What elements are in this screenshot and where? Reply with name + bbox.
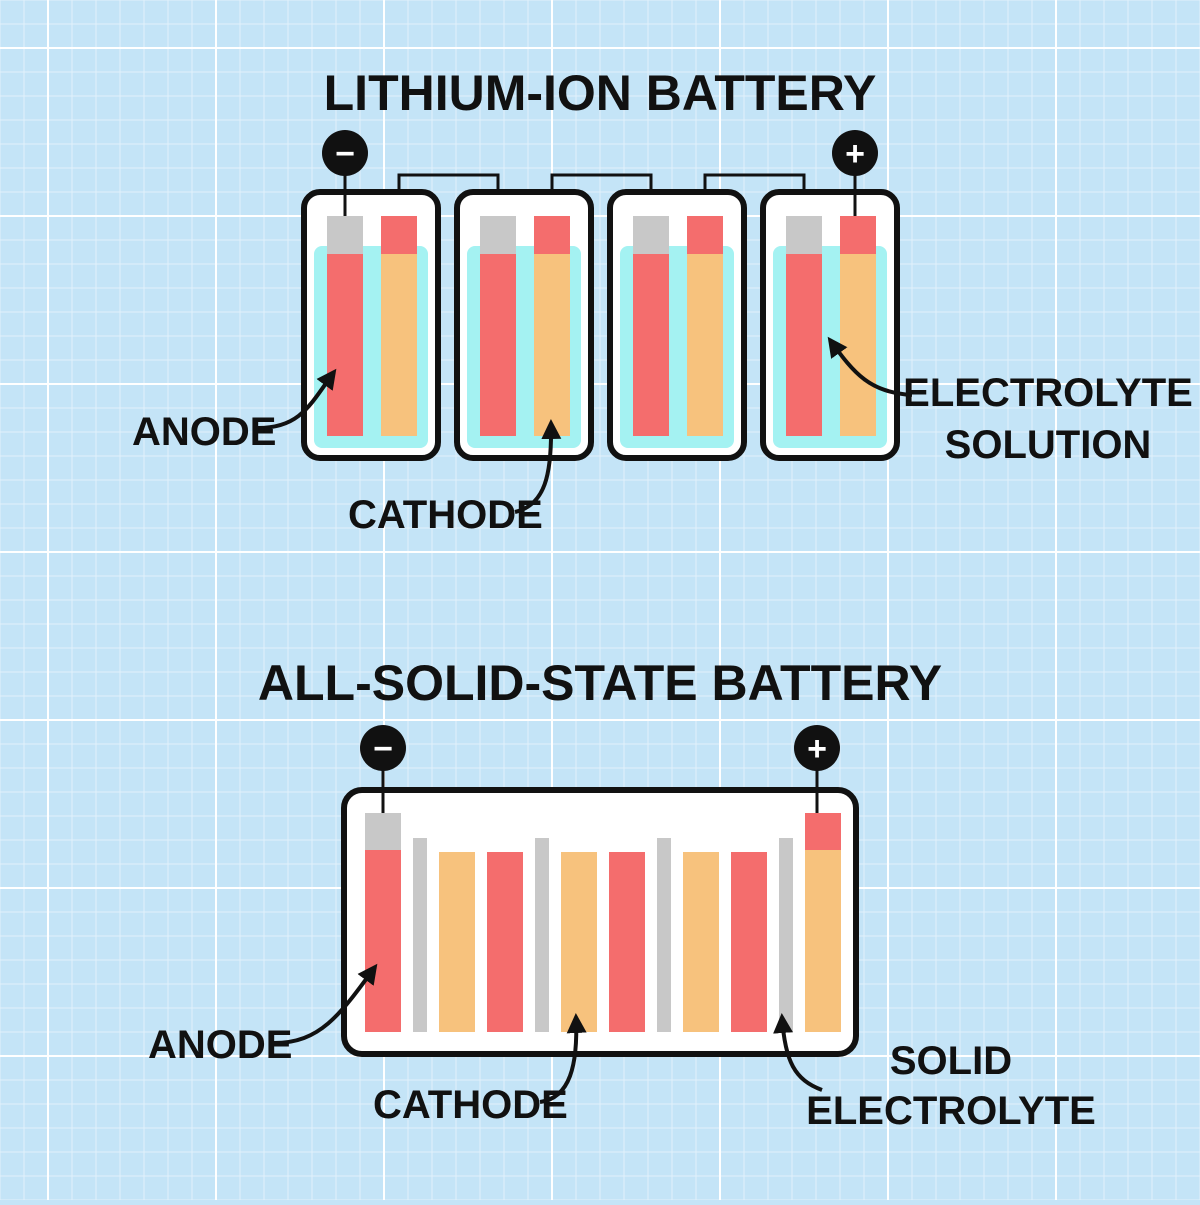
anode-terminal [633,216,669,254]
anode-layer [731,852,767,1032]
solid-state-annotations: ANODE CATHODE SOLID ELECTROLYTE [148,963,1096,1133]
electrolyte-label-line2: SOLUTION [945,423,1152,467]
cathode-label: CATHODE [348,493,543,537]
lithium-ion-annotations: ANODE CATHODE ELECTROLYTE SOLUTION [132,336,1193,537]
cathode-terminal [840,216,876,254]
cathode-arrow-icon [514,419,562,514]
cathode-layer [439,852,475,1032]
solid-state-positive-terminal: + [794,725,840,813]
lithium-ion-section: LITHIUM-ION BATTERY − + ANODE CATHODE EL… [132,65,1193,537]
cathode-electrode [840,254,876,436]
anode-arrow-icon [273,963,378,1045]
anode-label: ANODE [148,1023,292,1067]
anode-terminal [786,216,822,254]
solid-electrolyte-label-line1: SOLID [890,1039,1012,1083]
anode-arrow-icon [257,368,337,430]
anode-layer [609,852,645,1032]
negative-symbol: − [335,135,355,173]
solid-electrolyte-arrow-icon [773,1013,823,1092]
positive-symbol: + [807,730,827,768]
anode-electrode [633,254,669,436]
solid-electrolyte-layer [535,838,549,1032]
anode-electrode [786,254,822,436]
lithium-ion-cell [760,189,900,461]
cathode-terminal [534,216,570,254]
electrolyte-arrow-icon [827,336,913,397]
lithium-ion-cell [301,189,441,461]
cathode-electrode [381,254,417,436]
solid-electrolyte-layer [779,838,793,1032]
solid-electrolyte-label-line2: ELECTROLYTE [806,1089,1096,1133]
solid-state-layers [365,813,841,1032]
anode-electrode [327,254,363,436]
positive-symbol: + [845,135,865,173]
lithium-ion-negative-terminal: − [322,130,368,216]
solid-state-negative-terminal: − [360,725,406,813]
minus-icon [322,130,368,176]
lithium-ion-title: LITHIUM-ION BATTERY [324,65,877,121]
cathode-label: CATHODE [373,1083,568,1127]
plus-icon [832,130,878,176]
cathode-electrode [687,254,723,436]
cathode-terminal [381,216,417,254]
lithium-ion-positive-terminal: + [832,130,878,216]
cathode-arrow-icon [539,1013,587,1104]
solid-state-section: ALL-SOLID-STATE BATTERY − + ANODE CATHOD… [148,655,1096,1133]
negative-symbol: − [373,730,393,768]
cathode-terminal [805,813,841,850]
plus-icon [794,725,840,771]
solid-electrolyte-layer [657,838,671,1032]
cathode-layer [805,850,841,1032]
solid-electrolyte-layer [413,838,427,1032]
lithium-ion-cells [301,189,900,461]
cathode-electrode [534,254,570,436]
cathode-layer [561,852,597,1032]
anode-layer [365,850,401,1032]
anode-electrode [480,254,516,436]
anode-terminal [480,216,516,254]
lithium-ion-cell [454,189,594,461]
cathode-layer [683,852,719,1032]
anode-label: ANODE [132,410,276,454]
solid-state-title: ALL-SOLID-STATE BATTERY [258,655,942,711]
cathode-terminal [687,216,723,254]
anode-terminal [365,813,401,850]
anode-terminal [327,216,363,254]
electrolyte-label-line1: ELECTROLYTE [903,371,1193,415]
anode-layer [487,852,523,1032]
minus-icon [360,725,406,771]
lithium-ion-cell [607,189,747,461]
